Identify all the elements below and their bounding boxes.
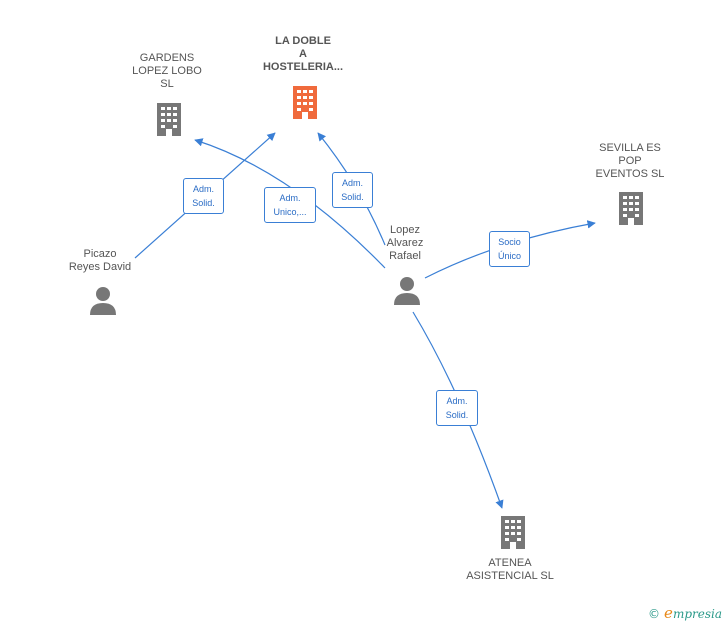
edge-label-lopez-atenea[interactable]: Adm. Solid. xyxy=(436,390,478,426)
edge-label-picazo-main[interactable]: Adm. Solid. xyxy=(183,178,224,214)
node-label-sevilla[interactable]: SEVILLA ES POP EVENTOS SL xyxy=(595,142,665,180)
edge-label-lopez-sevilla[interactable]: Socio Único xyxy=(489,231,530,267)
edge-label-lopez-gardens[interactable]: Adm. Unico,... xyxy=(264,187,316,223)
node-label-picazo[interactable]: Picazo Reyes David xyxy=(68,248,132,273)
brand-name: mpresia xyxy=(672,607,722,621)
lopez-person-icon[interactable] xyxy=(392,275,422,307)
edge-label-lopez-main[interactable]: Adm. Solid. xyxy=(332,172,373,208)
brand-footer: ©empresia xyxy=(648,604,722,622)
sevilla-building-icon[interactable] xyxy=(616,190,646,226)
main-company-building-icon[interactable] xyxy=(290,84,320,120)
brand-initial: e xyxy=(664,604,673,622)
copyright-icon: © xyxy=(648,607,661,621)
node-label-lopez[interactable]: Lopez Alvarez Rafael xyxy=(386,224,424,262)
picazo-person-icon[interactable] xyxy=(88,285,118,317)
node-label-atenea[interactable]: ATENEA ASISTENCIAL SL xyxy=(466,557,554,582)
node-label-gardens[interactable]: GARDENS LOPEZ LOBO SL xyxy=(132,52,202,90)
atenea-building-icon[interactable] xyxy=(498,514,528,550)
node-label-main-company[interactable]: LA DOBLE A HOSTELERIA... xyxy=(262,35,344,73)
gardens-building-icon[interactable] xyxy=(154,101,184,137)
